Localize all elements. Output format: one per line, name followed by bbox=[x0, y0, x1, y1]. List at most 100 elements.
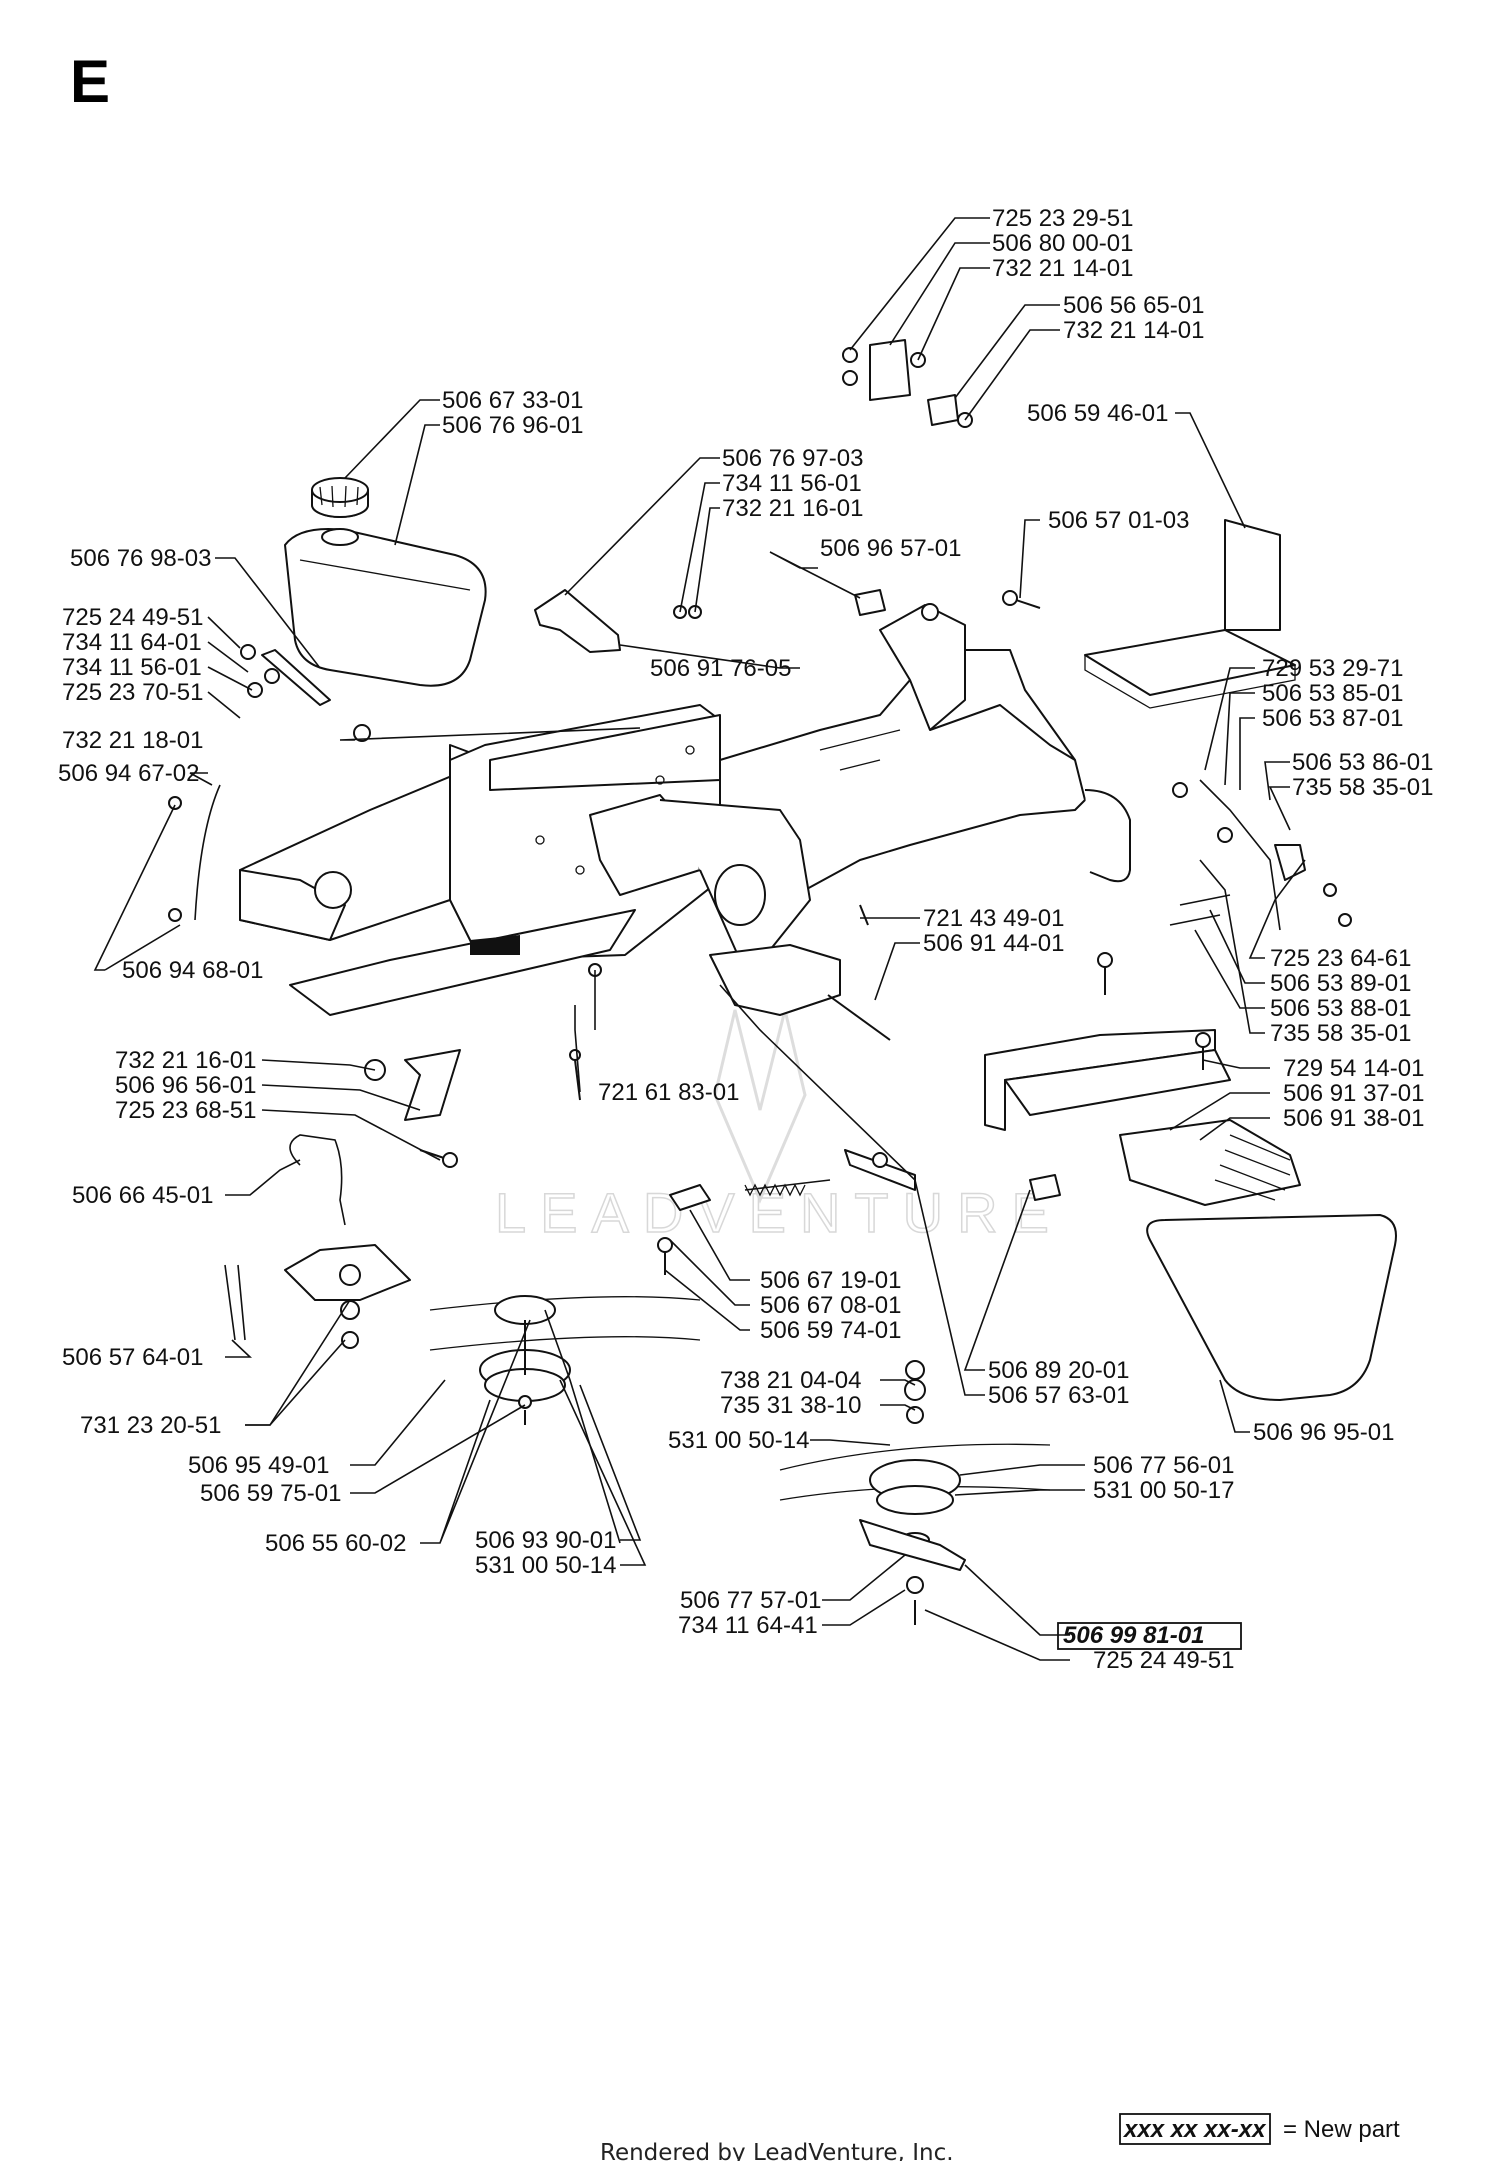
part-label: 506 57 63-01 bbox=[988, 1382, 1129, 1409]
part-label: 506 77 57-01 bbox=[680, 1587, 821, 1614]
part-label: 506 53 85-01 bbox=[1262, 680, 1403, 707]
part-label: 506 67 08-01 bbox=[760, 1292, 901, 1319]
new-part-box bbox=[1057, 1622, 1242, 1650]
part-label: 731 23 20-51 bbox=[80, 1412, 221, 1439]
rubber-bumper bbox=[854, 589, 886, 616]
part-label: 506 67 19-01 bbox=[760, 1267, 901, 1294]
part-label: 506 53 88-01 bbox=[1270, 995, 1411, 1022]
tank-bracket bbox=[534, 589, 702, 653]
part-label: 738 21 04-04 bbox=[720, 1367, 861, 1394]
legend-text: = New part bbox=[1283, 2116, 1400, 2143]
part-label: 506 94 67-02 bbox=[58, 760, 199, 787]
part-label: 732 21 16-01 bbox=[115, 1047, 256, 1074]
seat-pan bbox=[1084, 519, 1296, 709]
part-label: 732 21 16-01 bbox=[722, 495, 863, 522]
part-label: 506 53 87-01 bbox=[1262, 705, 1403, 732]
cover-screws bbox=[872, 952, 1211, 1168]
part-label: 506 96 57-01 bbox=[820, 535, 961, 562]
part-label: 531 00 50-14 bbox=[475, 1552, 616, 1579]
belt-guard bbox=[984, 1029, 1231, 1131]
exploded-view-drawing bbox=[168, 339, 1397, 1625]
part-label: 734 11 56-01 bbox=[722, 470, 862, 497]
part-label: 734 11 56-01 bbox=[62, 654, 202, 681]
part-label: 725 23 68-51 bbox=[115, 1097, 256, 1124]
part-label: 721 43 49-01 bbox=[923, 905, 1064, 932]
legend-box bbox=[1119, 2113, 1271, 2145]
part-label: 506 96 95-01 bbox=[1253, 1419, 1394, 1446]
part-label: 506 91 37-01 bbox=[1283, 1080, 1424, 1107]
part-label: 725 24 49-51 bbox=[62, 604, 203, 631]
part-label: 506 77 56-01 bbox=[1093, 1452, 1234, 1479]
part-label: 506 80 00-01 bbox=[992, 230, 1133, 257]
part-label: 506 94 68-01 bbox=[122, 957, 263, 984]
part-label: 506 56 65-01 bbox=[1063, 292, 1204, 319]
idler-bracket-left bbox=[224, 1244, 411, 1349]
part-label: 729 53 29-71 bbox=[1262, 655, 1403, 682]
part-label: 506 57 01-03 bbox=[1048, 507, 1189, 534]
part-label: 721 61 83-01 bbox=[598, 1079, 739, 1106]
seat-bracket-small bbox=[842, 339, 973, 428]
part-label: 732 21 14-01 bbox=[992, 255, 1133, 282]
new-part-legend: xxx xx xx-xx = New part bbox=[1119, 2113, 1400, 2145]
part-label: 506 53 86-01 bbox=[1292, 749, 1433, 776]
part-label: 734 11 64-01 bbox=[62, 629, 202, 656]
tension-spring bbox=[657, 1149, 916, 1275]
discharge-chute bbox=[1119, 1119, 1301, 1206]
section-letter: E bbox=[70, 48, 110, 115]
swing-arm bbox=[589, 794, 841, 1016]
legend-symbol: xxx xx xx-xx bbox=[1122, 2116, 1267, 2143]
part-label: 732 21 14-01 bbox=[1063, 317, 1204, 344]
part-label: 506 91 38-01 bbox=[1283, 1105, 1424, 1132]
part-label: 506 76 98-03 bbox=[70, 545, 211, 572]
tank-strap bbox=[240, 644, 371, 742]
part-label: 531 00 50-14 bbox=[668, 1427, 809, 1454]
part-label: 735 31 38-10 bbox=[720, 1392, 861, 1419]
part-label: 531 00 50-17 bbox=[1093, 1477, 1234, 1504]
part-label: 729 54 14-01 bbox=[1283, 1055, 1424, 1082]
part-label: 506 89 20-01 bbox=[988, 1357, 1129, 1384]
svg-text:LEADVENTURE: LEADVENTURE bbox=[495, 1181, 1063, 1244]
part-label: 735 58 35-01 bbox=[1270, 1020, 1411, 1047]
fuel-line bbox=[168, 784, 221, 922]
part-label: 506 59 74-01 bbox=[760, 1317, 901, 1344]
part-label: 725 23 64-61 bbox=[1270, 945, 1411, 972]
leadventure-watermark: LEADVENTURE bbox=[494, 1009, 1063, 1245]
pivot-pin bbox=[588, 904, 891, 1041]
part-label: 725 23 70-51 bbox=[62, 679, 203, 706]
part-label: 506 57 64-01 bbox=[62, 1344, 203, 1371]
left-pulley bbox=[429, 1295, 701, 1425]
rear-frame bbox=[719, 603, 1131, 891]
part-label: 725 23 29-51 bbox=[992, 205, 1133, 232]
fuel-tank bbox=[284, 528, 487, 687]
part-label: 506 67 33-01 bbox=[442, 387, 583, 414]
right-pulley bbox=[779, 1360, 1051, 1625]
part-label: 506 95 49-01 bbox=[188, 1452, 329, 1479]
part-label: 506 93 90-01 bbox=[475, 1527, 616, 1554]
part-label: 506 76 96-01 bbox=[442, 412, 583, 439]
part-label: 725 24 49-51 bbox=[1093, 1647, 1234, 1674]
leader-lines bbox=[93, 217, 1306, 1661]
part-label: 735 58 35-01 bbox=[1292, 774, 1433, 801]
part-label: 506 59 75-01 bbox=[200, 1480, 341, 1507]
part-label: 734 11 64-41 bbox=[678, 1612, 818, 1639]
part-label: 506 96 56-01 bbox=[115, 1072, 256, 1099]
part-label: 506 66 45-01 bbox=[72, 1182, 213, 1209]
part-label: 506 53 89-01 bbox=[1270, 970, 1411, 997]
chute-latch bbox=[1029, 1174, 1061, 1201]
part-label: 506 55 60-02 bbox=[265, 1530, 406, 1557]
seat-bolt bbox=[1002, 590, 1041, 609]
part-label: 506 91 76-05 bbox=[650, 655, 791, 682]
part-label: 506 91 44-01 bbox=[923, 930, 1064, 957]
new-part-label: 506 99 81-01 bbox=[1063, 1622, 1204, 1649]
fuel-cap bbox=[311, 477, 369, 518]
chute-deflector bbox=[1146, 1214, 1397, 1401]
front-frame bbox=[239, 704, 721, 1016]
part-label: 732 21 18-01 bbox=[62, 727, 203, 754]
part-number-labels: 725 23 29-51 506 80 00-01 732 21 14-01 5… bbox=[58, 205, 1433, 1674]
part-label: 506 59 46-01 bbox=[1027, 400, 1168, 427]
part-label: 506 76 97-03 bbox=[722, 445, 863, 472]
cross-brace bbox=[404, 1049, 461, 1121]
lift-handle bbox=[289, 1134, 346, 1226]
linkage-rod bbox=[1169, 779, 1352, 931]
